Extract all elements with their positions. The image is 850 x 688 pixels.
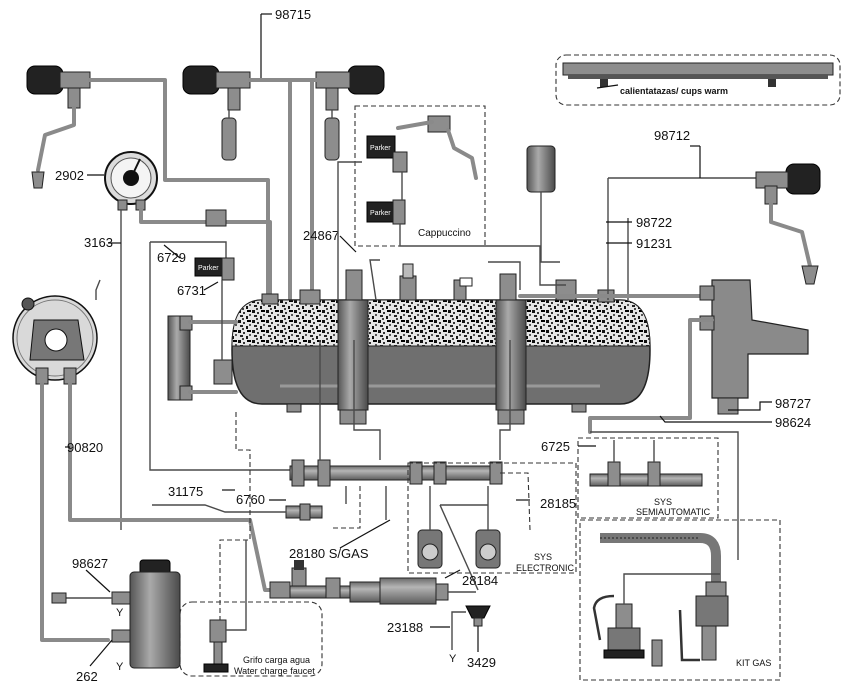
label-91231: 91231 (636, 236, 672, 251)
steam-valve-right (315, 65, 385, 161)
pressure-gauge (104, 151, 158, 211)
boiler-tank (231, 299, 651, 425)
cappuccino-label: Cappuccino (418, 228, 471, 239)
steam-valve-center (182, 65, 251, 161)
label-98627: 98627 (72, 556, 108, 571)
drain-glyph-2: Y (116, 607, 124, 619)
pump-motor (12, 295, 98, 385)
sys-electronic-label-2: ELECTRONIC (516, 563, 575, 573)
label-98712: 98712 (654, 128, 690, 143)
manifold-upper (289, 459, 503, 487)
label-28184: 28184 (462, 573, 498, 588)
label-28185: 28185 (540, 496, 576, 511)
drain-glyph-3: Y (116, 661, 124, 673)
label-3429: 3429 (467, 655, 496, 670)
label-262: 262 (76, 669, 98, 684)
water-charge-faucet-box: Grifo carga agua Water charge faucet (179, 540, 323, 677)
label-98624: 98624 (775, 415, 811, 430)
sys-semi-label-1: SYS (654, 497, 672, 507)
label-90820: 90820 (67, 440, 103, 455)
cups-warm-box: calientatazas/ cups warm (555, 54, 841, 106)
label-28180: 28180 S/GAS (289, 546, 369, 561)
label-24867: 24867 (303, 228, 339, 243)
sys-electronic-label-1: SYS (534, 552, 552, 562)
label-6725: 6725 (541, 439, 570, 454)
cups-warm-label: calientatazas/ cups warm (620, 86, 728, 96)
inlet-valve (51, 592, 67, 604)
label-6729: 6729 (157, 250, 186, 265)
solenoid-filter-assembly (269, 560, 476, 605)
sys-semi-label-2: SEMIAUTOMATIC (636, 507, 711, 517)
sys-semiautomatic-box: SYS SEMIAUTOMATIC (577, 437, 719, 519)
label-98727: 98727 (775, 396, 811, 411)
drain-glyph-1: Y (449, 653, 457, 665)
drain-funnel (465, 605, 491, 627)
label-98722: 98722 (636, 215, 672, 230)
water-softener (111, 559, 181, 669)
parker-badge-cap-1: Parker (370, 145, 391, 152)
water-charge-label-2: Water charge faucet (234, 666, 315, 676)
expansion-tank (526, 145, 560, 263)
label-6731: 6731 (177, 283, 206, 298)
label-23188: 23188 (387, 620, 423, 635)
water-charge-label-1: Grifo carga agua (243, 655, 310, 665)
kit-gas-box: KIT GAS (579, 519, 781, 681)
label-31175: 31175 (168, 484, 203, 499)
label-98715: 98715 (275, 7, 311, 22)
label-3163: 3163 (84, 235, 113, 250)
solenoid-valve-left: Parker (194, 257, 235, 281)
sys-electronic-box: SYS ELECTRONIC (407, 462, 577, 591)
side-cylinder (167, 315, 193, 401)
manifold-lower (285, 503, 323, 521)
burner-unit (699, 279, 809, 415)
parker-badge-left: Parker (198, 265, 219, 272)
label-2902: 2902 (55, 168, 84, 183)
label-6760: 6760 (236, 492, 265, 507)
steam-valve-left (26, 65, 91, 189)
parker-badge-cap-2: Parker (370, 210, 391, 217)
kit-gas-label: KIT GAS (736, 658, 771, 668)
cappuccino-box: Parker Parker Cappuccino (354, 105, 486, 247)
tee-fitting (205, 209, 227, 227)
steam-valve-far-right (755, 163, 821, 285)
